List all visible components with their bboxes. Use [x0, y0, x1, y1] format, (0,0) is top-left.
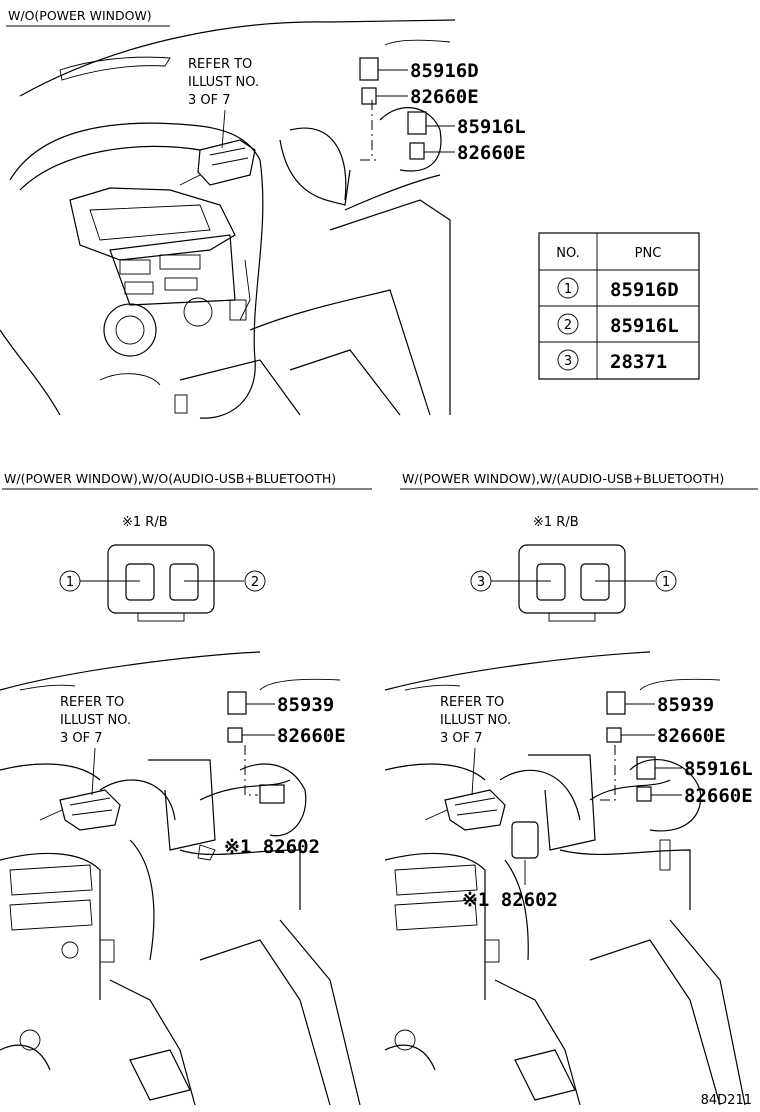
table-row3-pnc: 28371	[610, 351, 667, 373]
right-switch-illustration	[491, 544, 655, 622]
left-callout-circle-1	[59, 570, 81, 592]
table-row3-circle	[557, 349, 579, 371]
pnc-table: NO. PNC 1 85916D 2 85916L 3 28371	[538, 232, 700, 380]
right-part-85939: 85939	[657, 694, 714, 716]
top-section: W/O(POWER WINDOW)	[0, 8, 700, 419]
left-callout-circle-2	[244, 570, 266, 592]
top-refer-line-3: 3 OF 7	[188, 93, 231, 108]
left-dashboard-illustration	[0, 651, 361, 1106]
left-refer-leader	[91, 747, 96, 796]
left-note-part-82602: ※1 82602	[224, 836, 320, 858]
table-row2-pnc: 85916L	[610, 315, 679, 337]
top-refer-line-2: ILLUST NO.	[188, 75, 259, 90]
table-header-pnc: PNC	[635, 246, 662, 261]
right-part-85916L: 85916L	[684, 758, 753, 780]
table-row1-no: 1	[564, 282, 572, 297]
right-callout-3: 3	[477, 575, 485, 590]
table-row3-no: 3	[564, 354, 572, 369]
top-refer-leader	[221, 109, 226, 149]
right-switch-label: ※1 R/B	[533, 515, 579, 530]
top-dashboard-illustration	[0, 19, 456, 419]
right-part-82660E: 82660E	[657, 725, 726, 747]
right-refer-line-1: REFER TO	[440, 695, 504, 710]
table-header-no: NO.	[556, 246, 580, 261]
top-section-title: W/O(POWER WINDOW)	[8, 8, 152, 23]
left-refer-line-2: ILLUST NO.	[60, 713, 131, 728]
right-section-title: W/(POWER WINDOW),W/(AUDIO-USB+BLUETOOTH)	[402, 471, 724, 486]
table-row2-no: 2	[564, 318, 572, 333]
left-callout-2: 2	[251, 575, 259, 590]
left-refer-line-1: REFER TO	[60, 695, 124, 710]
top-part-85916L: 85916L	[457, 116, 526, 138]
right-callout-1: 1	[662, 575, 670, 590]
table-row2-circle	[557, 313, 579, 335]
left-part-85939: 85939	[277, 694, 334, 716]
table-row1-circle	[557, 277, 579, 299]
top-refer-line-1: REFER TO	[188, 57, 252, 72]
top-part-85916D: 85916D	[410, 60, 479, 82]
right-callout-circle-1	[655, 570, 677, 592]
left-switch-illustration	[80, 544, 244, 622]
right-refer-line-3: 3 OF 7	[440, 731, 483, 746]
left-callout-1: 1	[66, 575, 74, 590]
right-part-82660E-2: 82660E	[684, 785, 753, 807]
right-section: W/(POWER WINDOW),W/(AUDIO-USB+BLUETOOTH)…	[384, 471, 758, 1106]
table-row1-pnc: 85916D	[610, 279, 679, 301]
left-section: W/(POWER WINDOW),W/O(AUDIO-USB+BLUETOOTH…	[0, 471, 372, 1106]
diagram-id: 84D211	[701, 1093, 752, 1108]
left-refer-line-3: 3 OF 7	[60, 731, 103, 746]
left-section-title: W/(POWER WINDOW),W/O(AUDIO-USB+BLUETOOTH…	[4, 471, 336, 486]
right-refer-line-2: ILLUST NO.	[440, 713, 511, 728]
right-note-part-82602: ※1 82602	[462, 889, 558, 911]
top-part-82660E-2: 82660E	[457, 142, 526, 164]
right-dashboard-illustration	[384, 651, 746, 1106]
right-callout-circle-3	[470, 570, 492, 592]
top-part-82660E: 82660E	[410, 86, 479, 108]
left-switch-label: ※1 R/B	[122, 515, 168, 530]
left-part-82660E: 82660E	[277, 725, 346, 747]
right-refer-leader	[471, 747, 476, 796]
